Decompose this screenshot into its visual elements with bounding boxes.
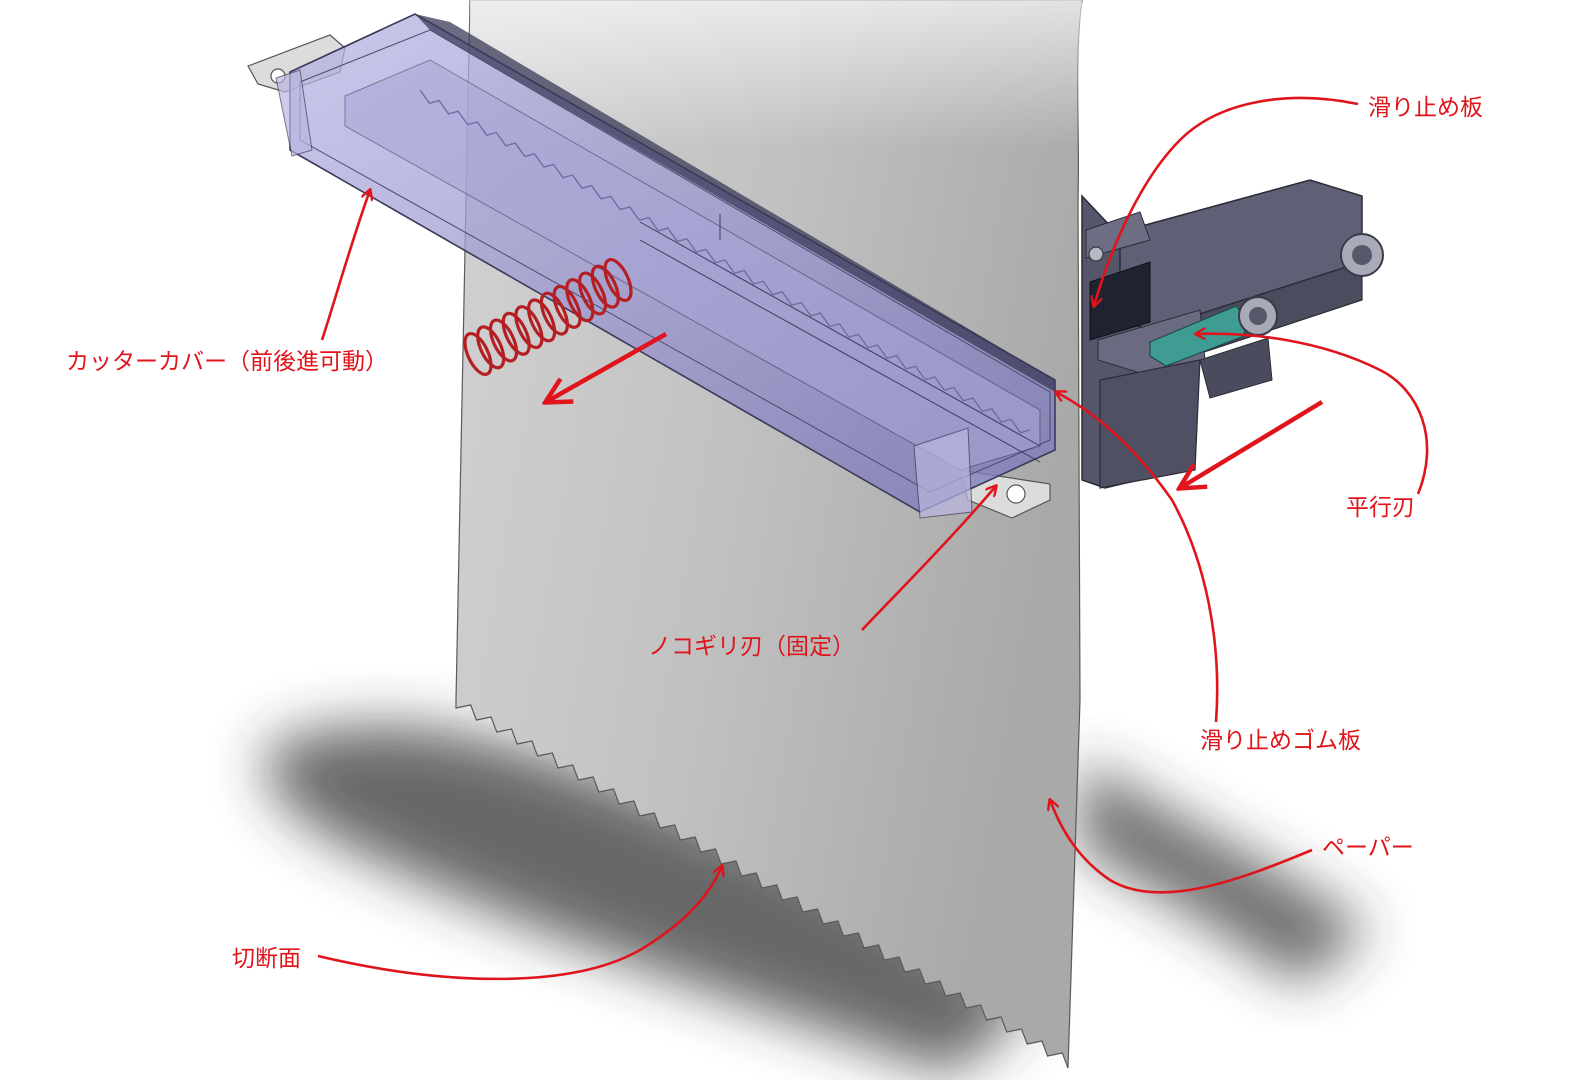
paper-shadow [265,725,1370,1075]
arrow-anti-slip-plate [1094,96,1359,306]
spring-coil [577,271,608,316]
arrow-parallel-blade [1196,334,1429,495]
spring-coil [488,318,519,363]
hex-socket-screw-icon [1340,233,1384,277]
arrow-cut-surface [317,866,722,981]
spring-coil [527,298,557,343]
blade-mount-assembly [1081,179,1384,489]
spring-coil [552,284,582,329]
hex-socket-screw-icon [1238,296,1278,336]
coil-spring-icon [463,258,633,376]
blade-motion-arrow [1180,400,1324,488]
spring-coil [539,291,569,336]
arrow-anti-slip-rubber [1056,392,1219,723]
arrow-cutter-cover [320,190,370,341]
spring-coil [603,258,633,302]
label-parallel-blade: 平行刃 [1346,495,1415,521]
spring-coil [565,278,595,323]
spring-coil [514,305,544,350]
arrow-saw-blade [861,486,996,631]
label-paper: ペーパー [1322,835,1414,861]
label-anti-slip-plate: 滑り止め板 [1368,95,1483,121]
label-cut-surface: 切断面 [232,946,301,972]
saw-blade-teeth [419,89,1031,434]
arrow-paper [1050,800,1313,894]
cover-motion-arrow [546,332,668,402]
spring-coil [590,264,620,309]
annotation-arrows [317,96,1429,981]
cutter-cover [247,13,1056,519]
spring-coil [476,325,506,370]
spring-coil [501,311,531,356]
hex-socket-screw-icon [1088,246,1104,262]
label-cutter-cover: カッターカバー（前後進可動） [66,349,388,375]
label-anti-slip-rubber-plate: 滑り止めゴム板 [1200,728,1361,754]
spring-coil [463,332,493,376]
label-saw-blade: ノコギリ刃（固定） [648,634,855,660]
motion-arrows [546,332,1324,488]
